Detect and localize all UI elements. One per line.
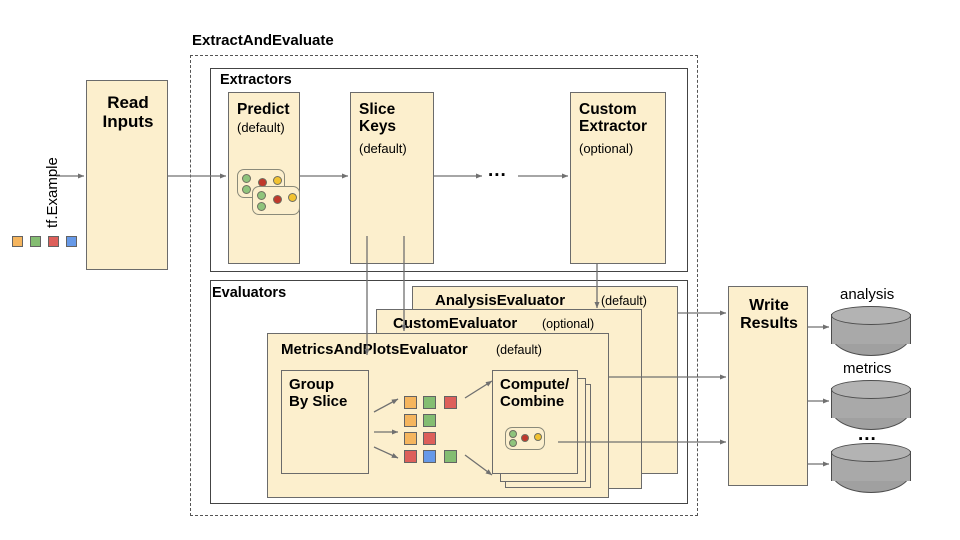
group-by-slice[interactable]: Group By Slice	[281, 370, 369, 474]
extractor-custom-title: Custom Extractor	[579, 101, 648, 136]
stage-read-inputs[interactable]: Read Inputs	[86, 80, 168, 270]
stage-write-results[interactable]: Write Results	[728, 286, 808, 486]
evaluator-custom-title: CustomEvaluator	[393, 315, 518, 332]
extractor-slice-keys-title: Slice Keys	[359, 101, 397, 136]
output-label-metrics: metrics	[843, 360, 892, 377]
compute-combine[interactable]: Compute/ Combine	[492, 370, 578, 474]
extractor-custom[interactable]: Custom Extractor (optional)	[570, 92, 666, 264]
evaluator-analysis-qualifier: (default)	[601, 294, 647, 308]
extract-and-evaluate-label: ExtractAndEvaluate	[192, 32, 334, 49]
write-results-label: Write Results	[740, 297, 798, 332]
evaluator-metrics-title: MetricsAndPlotsEvaluator	[281, 341, 468, 358]
input-label: tf.Example	[44, 157, 61, 228]
swatch-green	[30, 236, 41, 247]
extractors-label: Extractors	[220, 72, 292, 88]
extract-and-evaluate-container	[190, 55, 698, 516]
evaluator-custom-qualifier: (optional)	[542, 317, 595, 331]
swatch-red	[48, 236, 59, 247]
output-label-analysis: analysis	[840, 286, 895, 303]
evaluator-metrics-and-plots[interactable]: MetricsAndPlotsEvaluator (default) Group…	[267, 333, 609, 498]
extractor-custom-qualifier: (optional)	[579, 141, 634, 156]
evaluator-metrics-qualifier: (default)	[496, 343, 542, 357]
evaluators-label: Evaluators	[212, 285, 287, 301]
output-label-ellipsis: ...	[858, 424, 877, 445]
extractor-predict-qualifier: (default)	[237, 120, 285, 135]
swatch-orange	[12, 236, 23, 247]
read-inputs-label: Read Inputs	[102, 93, 154, 132]
extractor-predict-title: Predict	[237, 101, 290, 118]
compute-combine-title: Compute/ Combine	[500, 376, 570, 410]
extractors-ellipsis: ...	[488, 160, 507, 181]
extractor-slice-keys-qualifier: (default)	[359, 141, 407, 156]
group-by-slice-title: Group By Slice	[289, 376, 348, 410]
extractor-predict[interactable]: Predict (default)	[228, 92, 300, 264]
evaluator-analysis-title: AnalysisEvaluator	[435, 292, 566, 309]
extractor-slice-keys[interactable]: Slice Keys (default)	[350, 92, 434, 264]
swatch-blue	[66, 236, 77, 247]
